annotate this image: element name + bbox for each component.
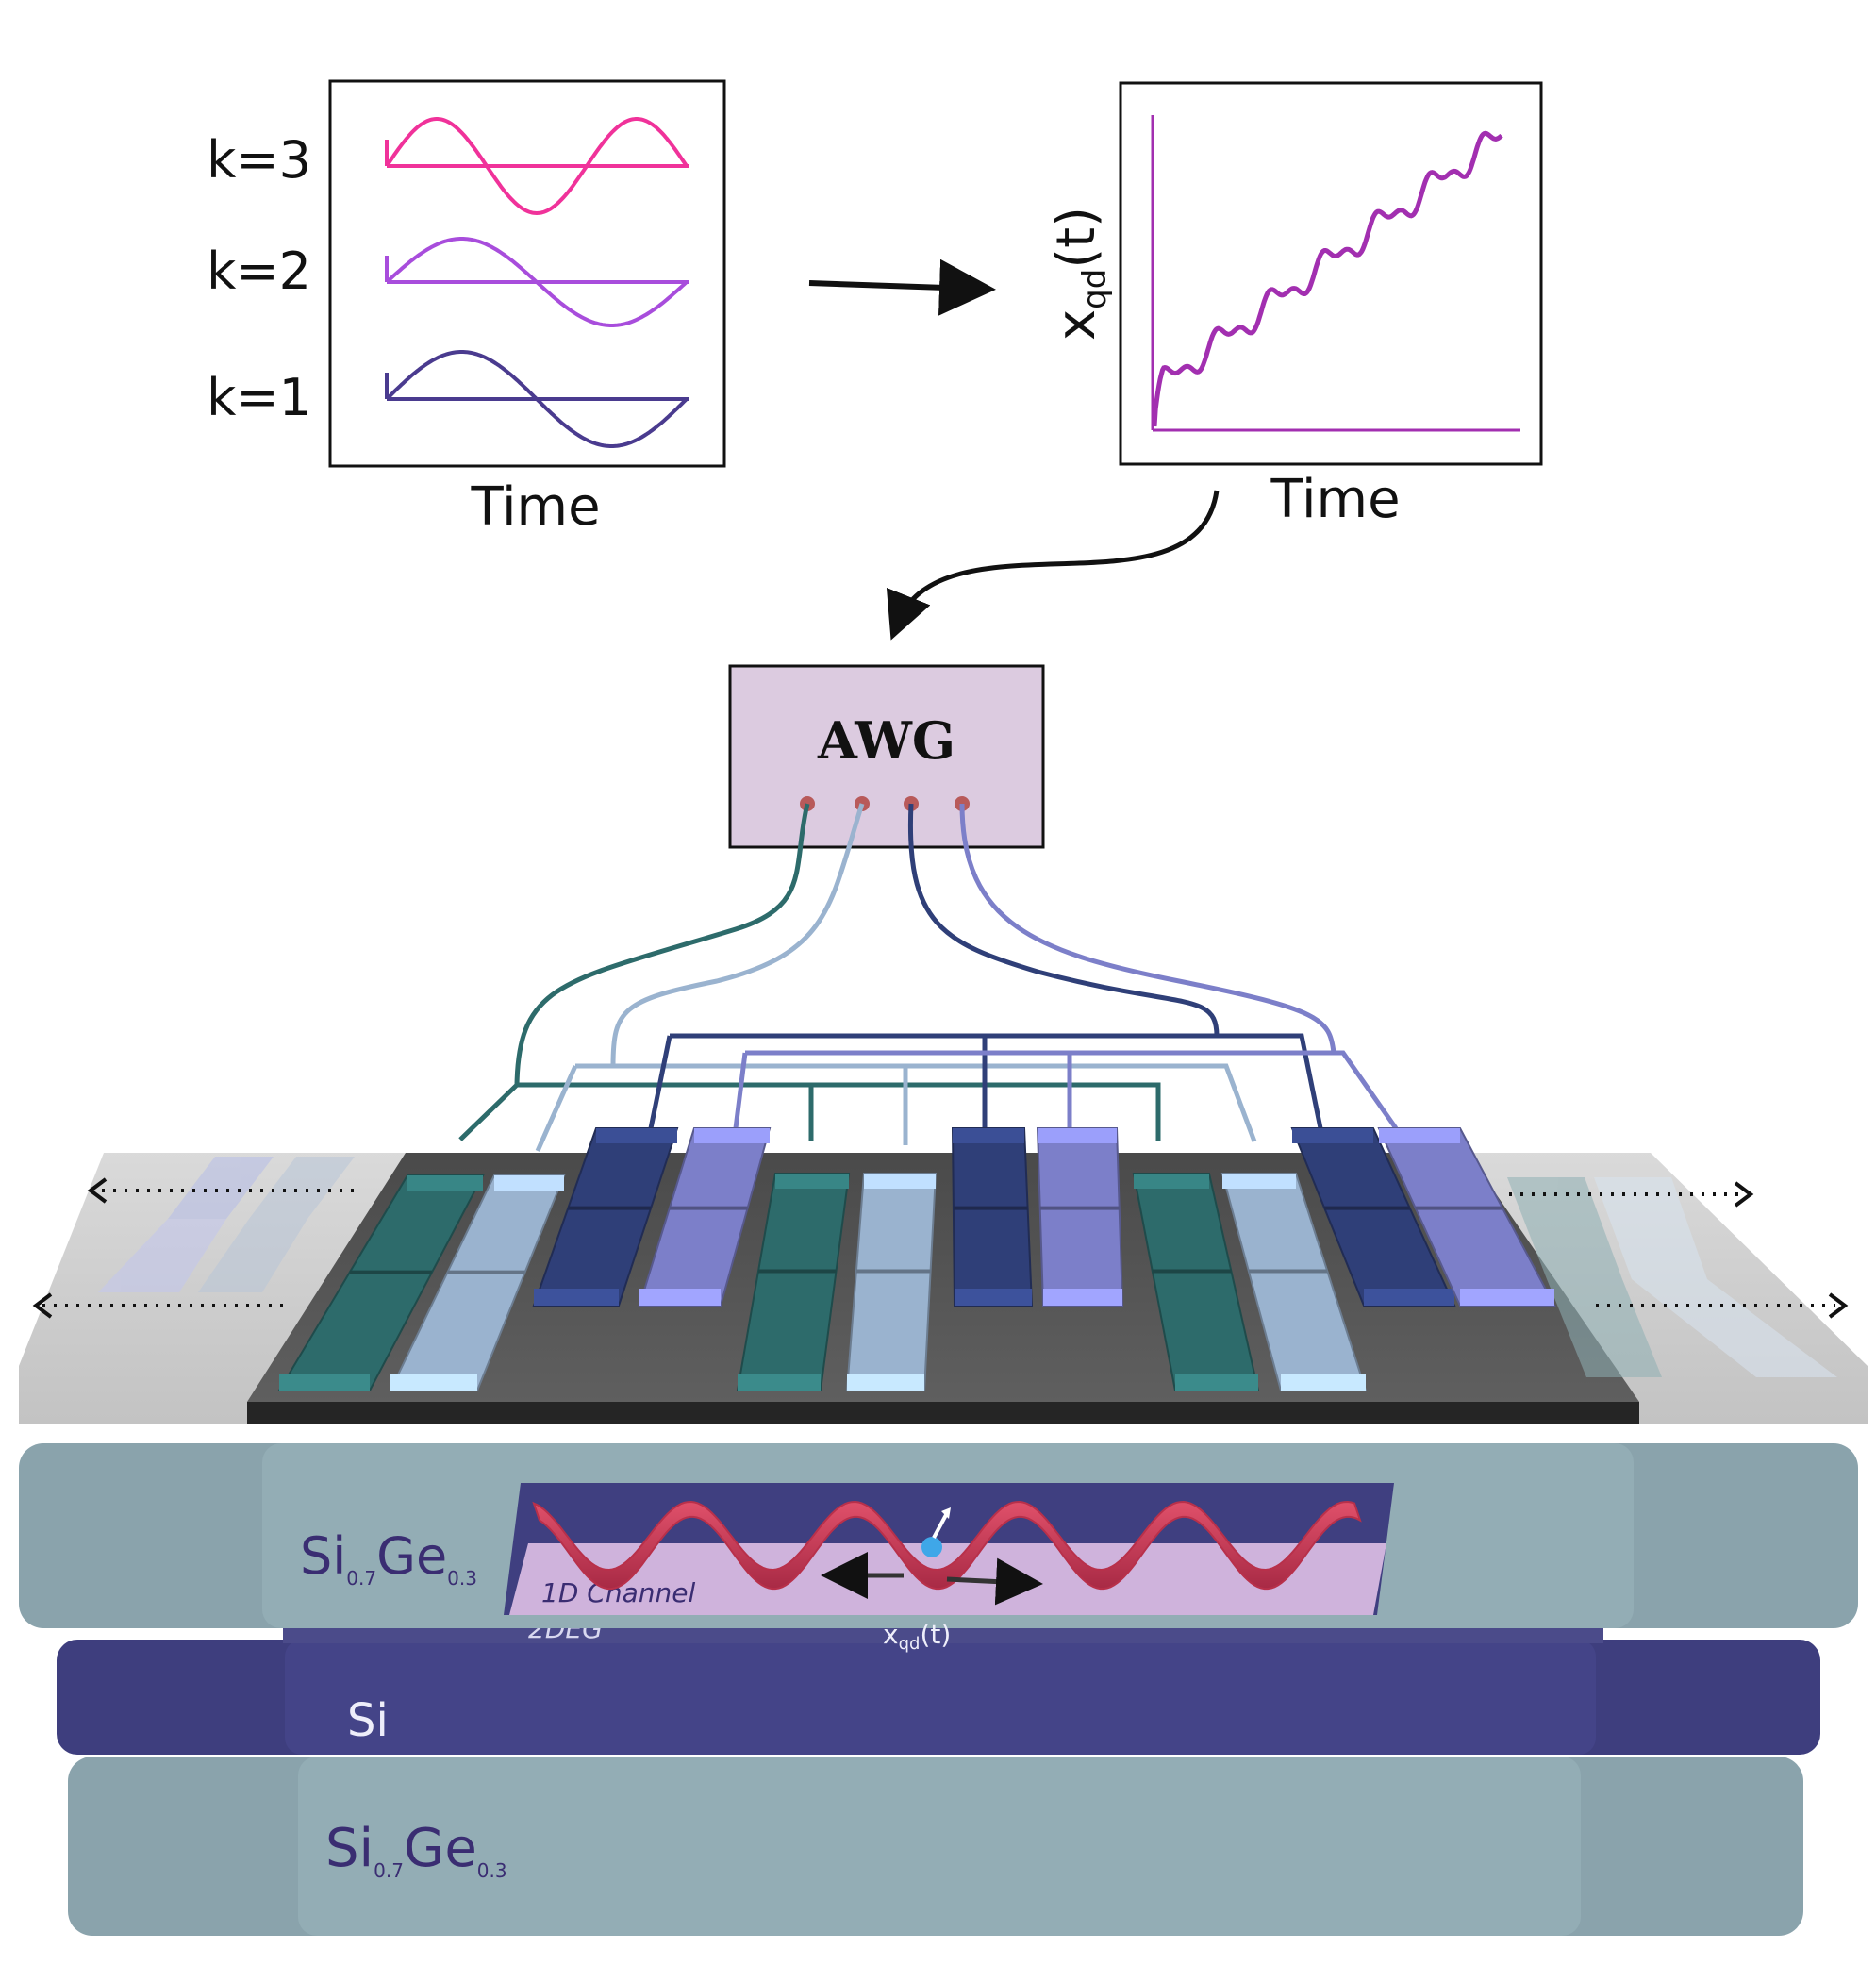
mode-label-k1: k=1 xyxy=(207,368,311,427)
wire-navy xyxy=(648,803,1323,1129)
gate-7-front xyxy=(955,1289,1032,1306)
gate-10-front xyxy=(1281,1374,1366,1391)
gate-5-front xyxy=(738,1374,821,1391)
wire-periwinkle xyxy=(733,803,1399,1130)
wire-teal xyxy=(458,803,1161,1141)
gate-7-cap xyxy=(953,1128,1024,1143)
gate-6 xyxy=(845,1173,938,1391)
top-sige-layer: Si0.7Ge0.3 1D Channel xyxy=(19,1443,1858,1628)
move-right-arrow xyxy=(946,1557,1043,1606)
awg-box: AWG xyxy=(728,664,1045,849)
gate-1-cap xyxy=(407,1175,483,1191)
spin-arrow xyxy=(932,1512,949,1539)
gate-5-cap xyxy=(775,1174,849,1189)
extension-arrowheads xyxy=(32,1177,1849,1319)
control-wires xyxy=(458,803,1399,1153)
gate-10 xyxy=(1220,1173,1368,1391)
gate-7-body xyxy=(951,1127,1034,1307)
gate-9-cap xyxy=(1134,1174,1209,1189)
trajectory-panel: xqd(t) Time xyxy=(1046,81,1543,530)
si-label: Si xyxy=(347,1694,389,1747)
gate-platform-edge xyxy=(247,1402,1639,1424)
qd-position-label: xqd(t) xyxy=(883,1619,951,1654)
gate-6-cap xyxy=(864,1174,936,1189)
si-layer: Si xyxy=(57,1640,1820,1755)
awg-body xyxy=(728,664,1045,849)
feed-arrow xyxy=(887,490,1220,641)
trajectory-frame xyxy=(1119,81,1543,466)
trajectory-curve xyxy=(1152,130,1503,427)
wave-k3 xyxy=(385,117,689,216)
quantum-dot xyxy=(921,1537,942,1557)
trajectory-ylabel: xqd(t) xyxy=(1046,207,1114,341)
top-sige-label: Si0.7Ge0.3 xyxy=(300,1526,477,1590)
gate-9-front xyxy=(1175,1374,1258,1391)
gate-10-cap xyxy=(1222,1174,1296,1189)
mode-label-k3: k=3 xyxy=(207,130,311,190)
wave-curves xyxy=(385,117,689,448)
gate-8-body xyxy=(1036,1127,1124,1307)
wave-modes-xlabel: Time xyxy=(470,476,600,538)
gate-8-cap xyxy=(1038,1128,1117,1143)
outer-gates-left xyxy=(98,1157,355,1292)
extension-arrows xyxy=(42,1189,1835,1307)
gate-12-cap xyxy=(1379,1128,1460,1143)
gate-11-cap xyxy=(1292,1128,1373,1143)
gate-12-front xyxy=(1460,1289,1554,1306)
gate-9 xyxy=(1132,1173,1260,1391)
gate-7 xyxy=(951,1127,1034,1307)
spin-arrow-head xyxy=(941,1507,951,1519)
gate-8 xyxy=(1036,1127,1124,1307)
gate-11-front xyxy=(1364,1289,1454,1306)
gate-8-front xyxy=(1043,1289,1122,1306)
outer-gates-right xyxy=(1507,1177,1837,1377)
gate-4-front xyxy=(639,1289,721,1306)
gate-5 xyxy=(736,1173,851,1391)
gate-2 xyxy=(389,1174,566,1391)
gate-3-front xyxy=(534,1289,619,1306)
gate-6-front xyxy=(847,1374,924,1391)
gate-electrodes xyxy=(277,1127,1556,1391)
gate-11 xyxy=(1290,1127,1456,1307)
awg-label: AWG xyxy=(817,710,955,771)
wave-modes-panel: k=3 k=2 k=1 Time xyxy=(207,79,726,538)
gate-1 xyxy=(277,1174,485,1391)
gate-3 xyxy=(532,1127,679,1307)
gate-2-cap xyxy=(494,1175,564,1191)
bottom-sige-layer: Si0.7Ge0.3 xyxy=(68,1757,1803,1936)
gate-2-front xyxy=(390,1374,477,1391)
gate-4-cap xyxy=(694,1128,770,1143)
gate-3-cap xyxy=(596,1128,677,1143)
mode-label-k2: k=2 xyxy=(207,242,311,301)
wire-lightblue xyxy=(535,803,1257,1153)
trajectory-xlabel: Time xyxy=(1270,469,1400,530)
gate-1-front xyxy=(279,1374,370,1391)
potential-wave xyxy=(532,1500,1362,1591)
transform-arrow xyxy=(808,258,996,316)
gate-4 xyxy=(638,1127,772,1307)
gate-12 xyxy=(1377,1127,1556,1307)
bottom-sige-label: Si0.7Ge0.3 xyxy=(325,1818,507,1882)
